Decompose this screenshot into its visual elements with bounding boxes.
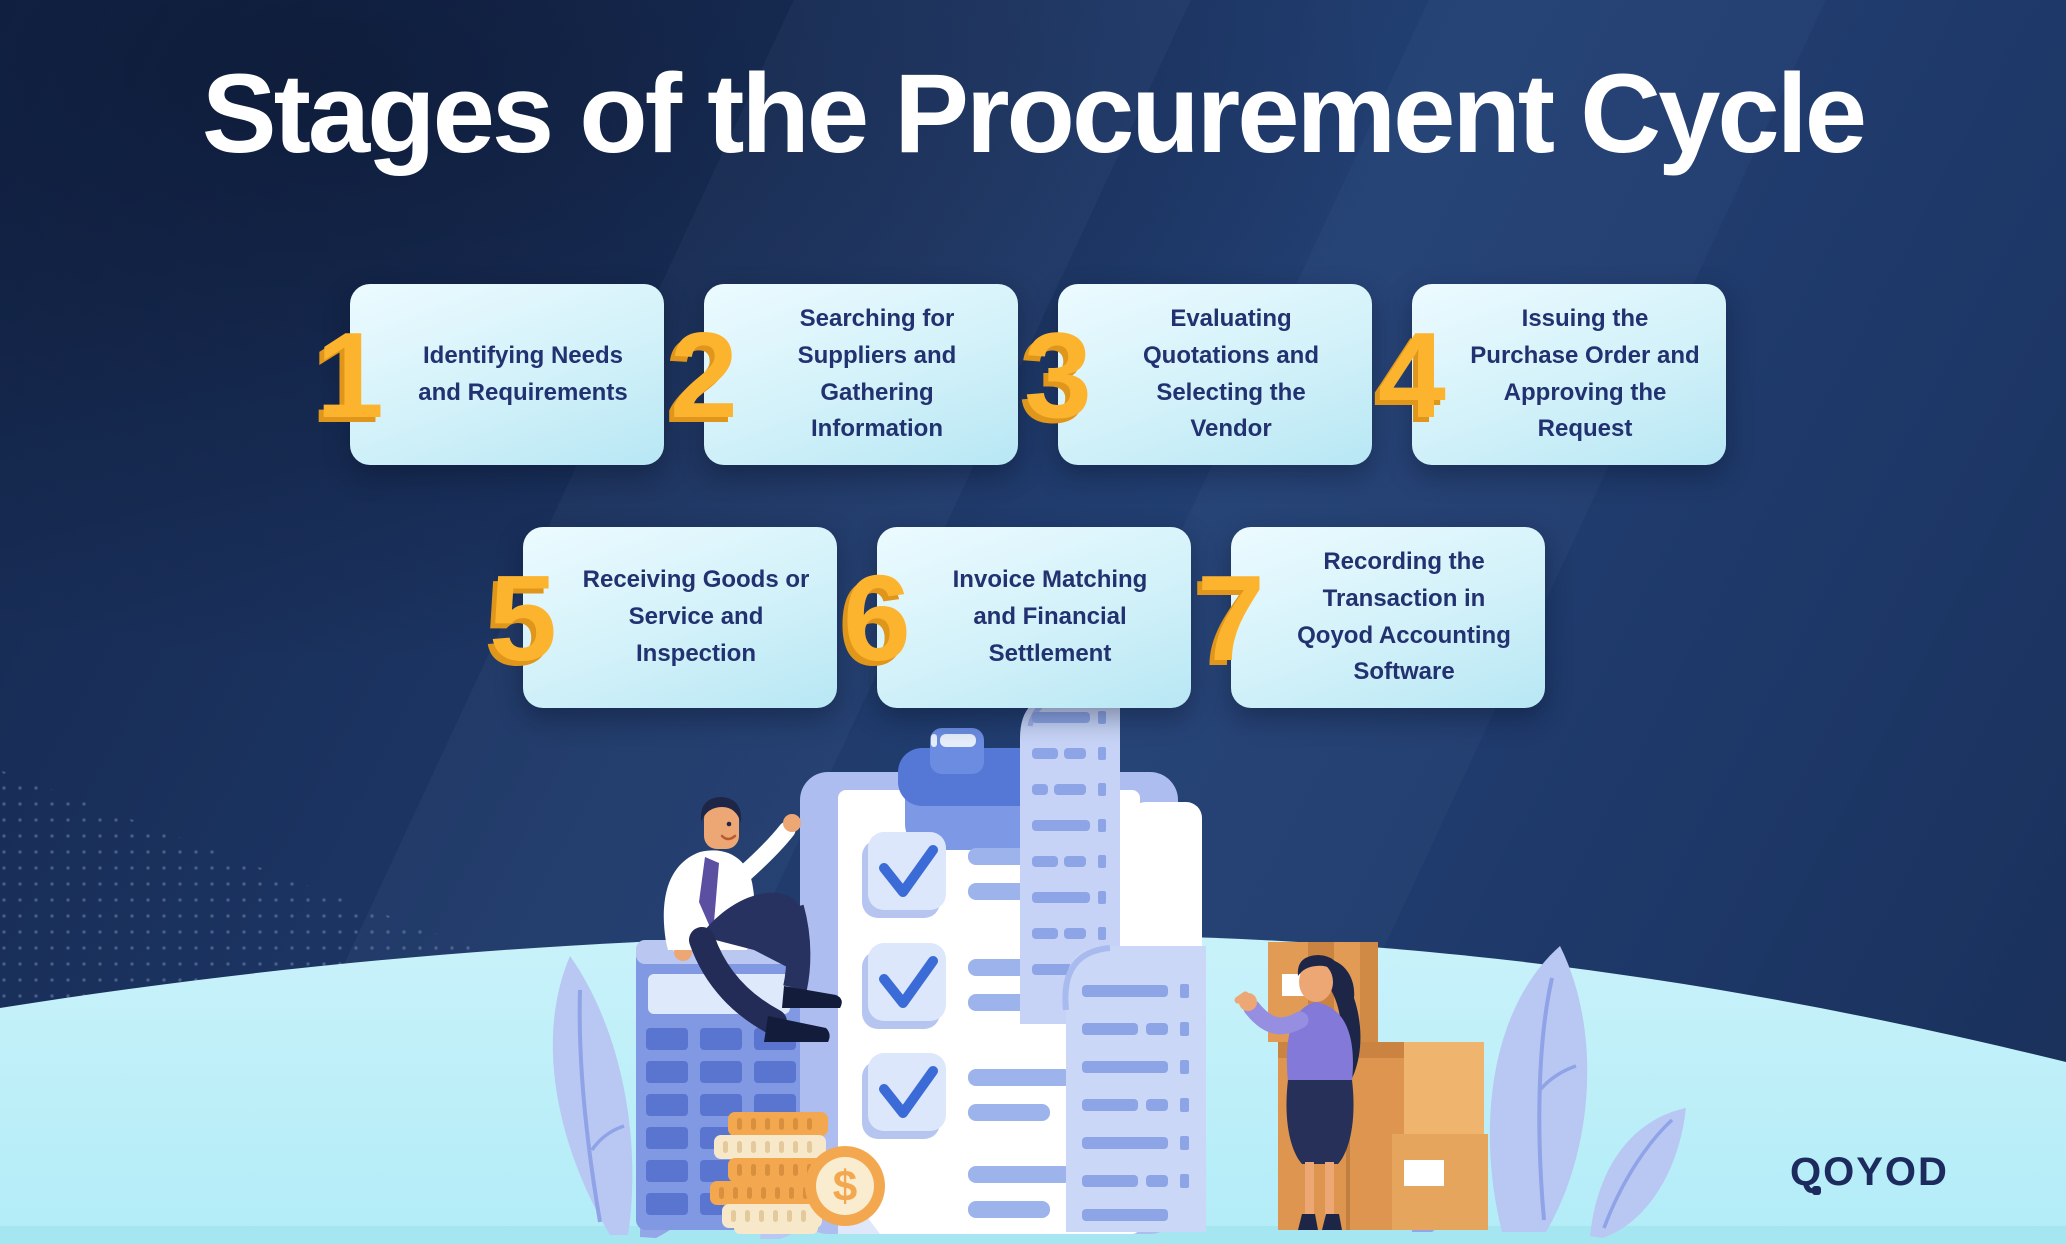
dollar-icon: $ (833, 1162, 857, 1211)
stage-label: Recording the Transaction in Qoyod Accou… (1297, 547, 1511, 686)
ground-strip (0, 1226, 2066, 1244)
man-hand (783, 814, 801, 832)
man-bent-leg (700, 892, 804, 968)
checklist-rows (862, 832, 1072, 1218)
page-title: Stages of the Procurement Cycle (201, 51, 1867, 176)
stage-label: Receiving Goods or Service and Inspectio… (582, 566, 810, 667)
text-line-pill (968, 1166, 1072, 1183)
stage-number: 5 (489, 549, 557, 686)
qoyod-logo-dot (1812, 1186, 1821, 1195)
text-line-pill (968, 1201, 1050, 1218)
checkbox (868, 832, 946, 910)
man-tie (699, 857, 719, 934)
stage-number: 3 (1024, 306, 1092, 443)
man-hanging-leg (689, 927, 787, 1035)
woman-hair-top (1297, 955, 1340, 976)
woman-heel-shoe (1298, 1214, 1318, 1230)
stage-label: Invoice Matching and Financial Settlemen… (952, 566, 1148, 667)
woman-leg (1325, 1162, 1334, 1220)
stage-card-2: 2 Searching for Suppliers and Gathering … (670, 284, 1018, 465)
woman-heel-shoe (1322, 1214, 1342, 1230)
man-shoe (764, 1016, 830, 1042)
stage-number: 1 (316, 306, 384, 443)
man-hair (700, 797, 742, 823)
stage-card-1: 1 Identifying Needs and Requirements (316, 284, 664, 465)
man-smile (720, 834, 737, 841)
stage-label: Evaluating Quotations and Selecting the … (1143, 304, 1319, 443)
halftone-dots-decoration (0, 770, 640, 1010)
stage-card-3: 3 Evaluating Quotations and Selecting th… (1024, 284, 1372, 465)
stage-card-7: 7 Recording the Transaction in Qoyod Acc… (1197, 527, 1545, 708)
stage-number: 7 (1197, 549, 1265, 686)
man-shoe (782, 986, 842, 1008)
businessman-illustration (663, 797, 842, 1042)
woman-head (1299, 962, 1333, 1002)
stage-card-4: 4 Issuing the Purchase Order and Approvi… (1378, 284, 1726, 465)
receipt-sheet (1062, 945, 1206, 1232)
stage-number: 2 (670, 306, 738, 443)
woman-finger (1234, 991, 1249, 1004)
checklist-item-2 (862, 943, 1072, 1029)
stage-card-6: 6 Invoice Matching and Financial Settlem… (843, 527, 1191, 708)
stage-label: Identifying Needs and Requirements (418, 341, 628, 406)
dollar-coin: $ (805, 1146, 885, 1226)
man-raised-arm (735, 821, 796, 883)
qoyod-logo: QOYOD (1790, 1150, 1949, 1195)
checkbox (868, 1053, 946, 1131)
woman-leg (1305, 1162, 1314, 1220)
stage-label: Searching for Suppliers and Gathering In… (797, 304, 957, 443)
checkmark-icon (879, 956, 938, 1008)
stage-number: 6 (843, 549, 911, 686)
woman-skirt (1286, 1080, 1354, 1164)
businesswoman-illustration (1234, 955, 1361, 1230)
woman-arm-pointing (1243, 999, 1309, 1035)
man-head (704, 806, 739, 849)
checkbox (868, 943, 946, 1021)
coin-stack: $ (710, 1112, 885, 1234)
stage-card-5: 5 Receiving Goods or Service and Inspect… (489, 527, 837, 708)
text-line-pill (968, 1104, 1050, 1121)
man-eye (726, 821, 732, 827)
checkmark-icon (879, 845, 938, 897)
man-bent-leg-shin (780, 904, 811, 991)
stage-label: Issuing the Purchase Order and Approving… (1470, 304, 1700, 443)
checklist-item-3 (862, 1053, 1072, 1139)
text-line-pill (968, 1069, 1072, 1086)
stage-number: 4 (1378, 306, 1446, 443)
checkmark-icon (879, 1066, 938, 1118)
